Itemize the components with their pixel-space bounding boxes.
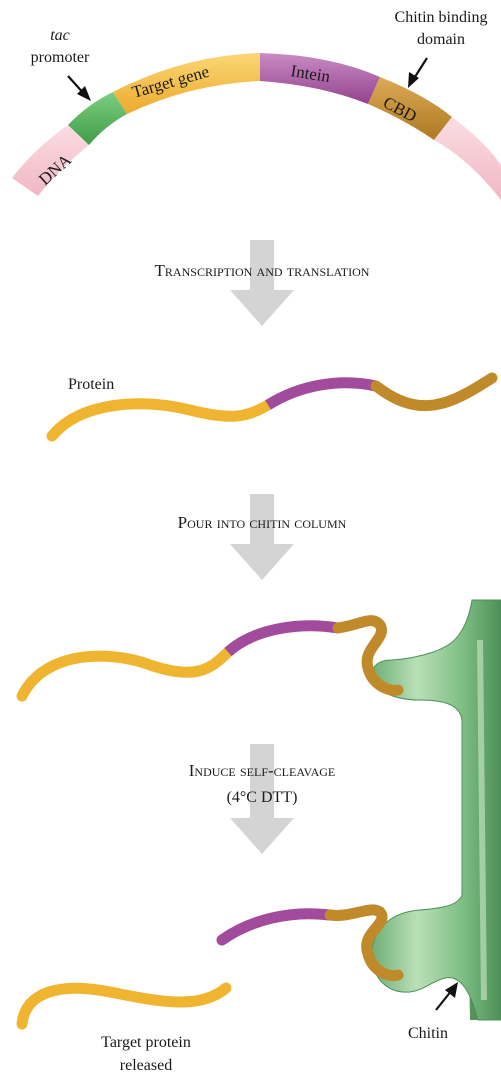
released-target-segment	[22, 988, 226, 1024]
released-label-line1: Target protein	[101, 1034, 191, 1051]
chitin-label: Chitin	[408, 1025, 448, 1042]
step-pour-into-chitin-column: Pour into chitin column	[178, 494, 347, 580]
protein-intein-segment	[268, 383, 376, 405]
step3-condition: (4°C DTT)	[227, 789, 298, 806]
dna-segment-tail	[434, 117, 501, 200]
protein-released: Target protein released	[22, 988, 226, 1074]
protein-target-segment	[52, 404, 268, 436]
tac-label: tac	[50, 27, 70, 44]
step3-label: Induce self-cleavage	[189, 761, 335, 780]
chitin-binding-label: Chitin binding	[395, 9, 488, 26]
protein-full: Protein	[52, 376, 492, 436]
released-label-line2: released	[120, 1057, 172, 1074]
protein-label: Protein	[68, 376, 114, 393]
step-transcription-translation: Transcription and translation	[155, 240, 370, 326]
bound-target-segment	[22, 652, 228, 696]
dna-construct: DNA Target gene Intein CBD	[12, 53, 501, 200]
promoter-callout: tac promoter	[31, 27, 91, 101]
step2-label: Pour into chitin column	[178, 513, 347, 532]
cbd-callout: Chitin binding domain	[395, 9, 488, 88]
protein-bound	[22, 621, 398, 696]
protein-cbd-segment	[376, 378, 492, 406]
down-arrow-icon	[230, 494, 294, 580]
down-arrow-icon	[230, 240, 294, 326]
chitin-column	[372, 600, 501, 1020]
step-induce-self-cleavage: Induce self-cleavage (4°C DTT)	[189, 744, 335, 854]
promoter-label: promoter	[31, 49, 90, 66]
intein-cbd-remainder	[222, 910, 398, 976]
bound-intein-segment	[228, 626, 338, 652]
step1-label: Transcription and translation	[155, 261, 370, 280]
remainder-intein-segment	[222, 914, 330, 940]
domain-label: domain	[417, 31, 465, 48]
